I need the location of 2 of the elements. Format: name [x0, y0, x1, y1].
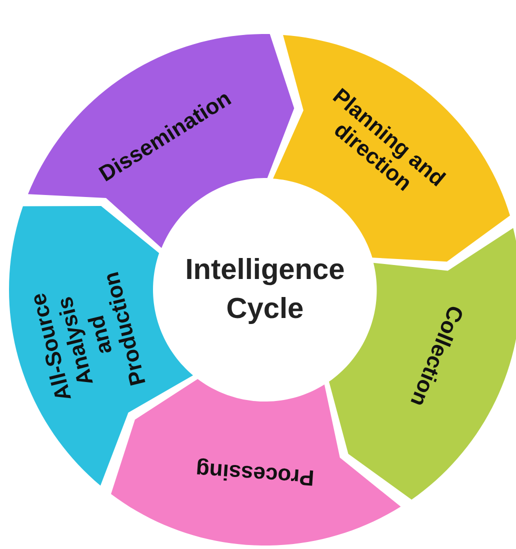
cycle-title: Intelligence Cycle [184, 252, 346, 327]
segment-label: Processing [194, 456, 316, 492]
